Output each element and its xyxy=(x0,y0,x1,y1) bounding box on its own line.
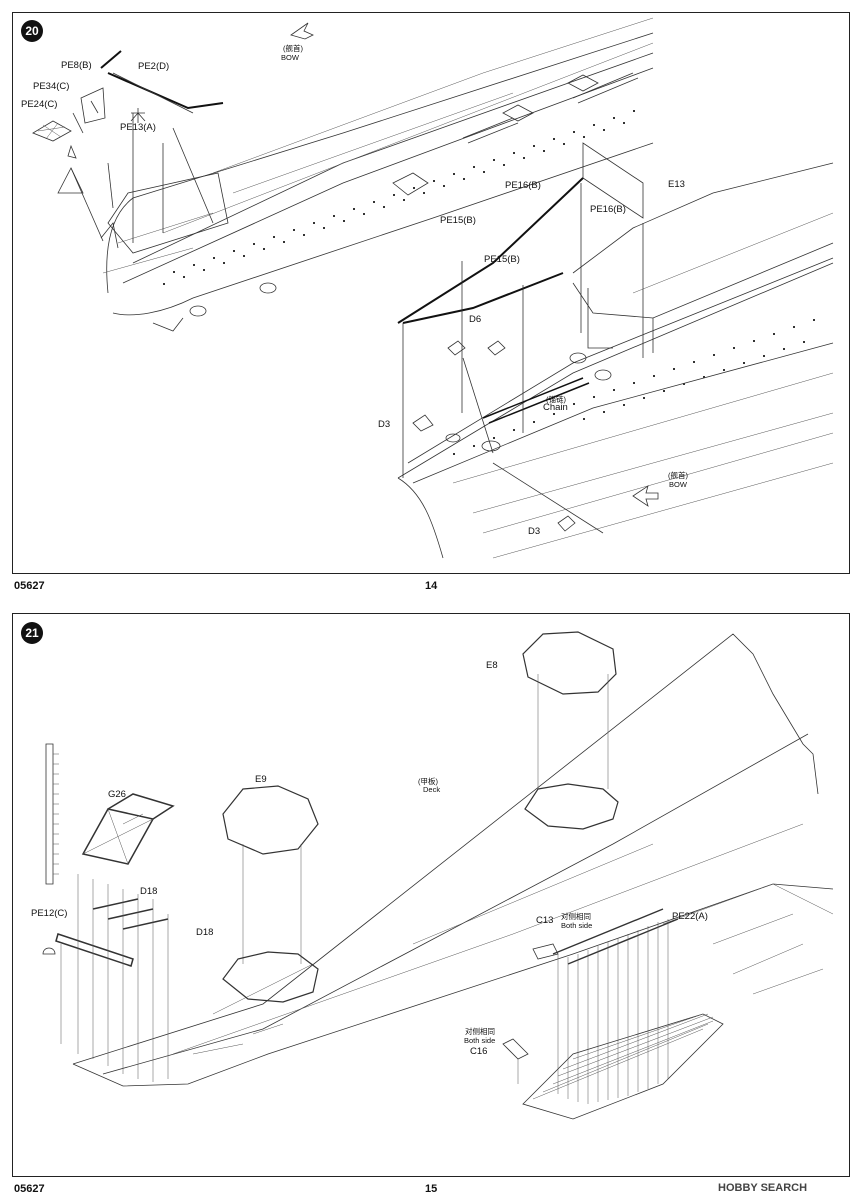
both-side-label-1: Both side xyxy=(561,921,593,930)
label-d18-2: D18 xyxy=(196,927,214,938)
label-d3-1: D3 xyxy=(378,419,391,430)
lower-hull xyxy=(397,162,834,559)
upper-hull xyxy=(102,17,654,332)
label-e9: E9 xyxy=(255,774,267,785)
label-pe2d: PE2(D) xyxy=(138,61,170,72)
deck-label-cn: (甲板) xyxy=(418,777,438,786)
product-code-bottom: 05627 xyxy=(14,1183,45,1195)
product-code-top: 05627 xyxy=(14,580,45,592)
label-pe16b-2: PE16(B) xyxy=(590,204,626,215)
step-21-drawing xyxy=(42,631,834,1120)
label-pe13a: PE13(A) xyxy=(120,122,156,133)
step-number-20: 20 xyxy=(21,20,43,42)
label-e13: E13 xyxy=(668,179,685,190)
label-e8: E8 xyxy=(486,660,498,671)
label-d6: D6 xyxy=(469,314,482,325)
bow-right-label: BOW xyxy=(669,480,687,489)
label-pe12c: PE12(C) xyxy=(31,908,68,919)
label-pe15b-1: PE15(B) xyxy=(440,215,476,226)
label-d18-1: D18 xyxy=(140,886,158,897)
step-number-21: 21 xyxy=(21,622,43,644)
label-c13: C13 xyxy=(536,915,554,926)
chain-label-cn: (锚链) xyxy=(546,395,566,404)
bow-top-label-cn: (舰首) xyxy=(283,44,303,53)
label-pe24c: PE24(C) xyxy=(21,99,58,110)
deck-label: Deck xyxy=(423,785,441,794)
label-pe22a: PE22(A) xyxy=(672,911,708,922)
both-side-label-2: Both side xyxy=(464,1036,496,1045)
label-d3-2: D3 xyxy=(528,526,541,537)
label-pe8b: PE8(B) xyxy=(61,60,92,71)
label-pe34c: PE34(C) xyxy=(33,81,70,92)
step-20-panel: 20 xyxy=(12,12,850,574)
watermark: HOBBY SEARCH xyxy=(718,1182,808,1194)
step-21-panel: 21 xyxy=(12,613,850,1177)
chain-label: Chain xyxy=(543,402,568,413)
step-20-drawing xyxy=(32,17,834,559)
page-number-bottom: 15 xyxy=(425,1183,438,1195)
bow-top-label: BOW xyxy=(281,53,299,62)
label-g26: G26 xyxy=(108,789,126,800)
both-side-label-cn-1: 对侧相同 xyxy=(561,912,591,921)
bow-right-label-cn: (舰首) xyxy=(668,471,688,480)
label-c16: C16 xyxy=(470,1046,488,1057)
label-pe15b-2: PE15(B) xyxy=(484,254,520,265)
page-number-top: 14 xyxy=(425,580,438,592)
label-pe16b-1: PE16(B) xyxy=(505,180,541,191)
both-side-label-cn-2: 对侧相同 xyxy=(465,1027,495,1036)
